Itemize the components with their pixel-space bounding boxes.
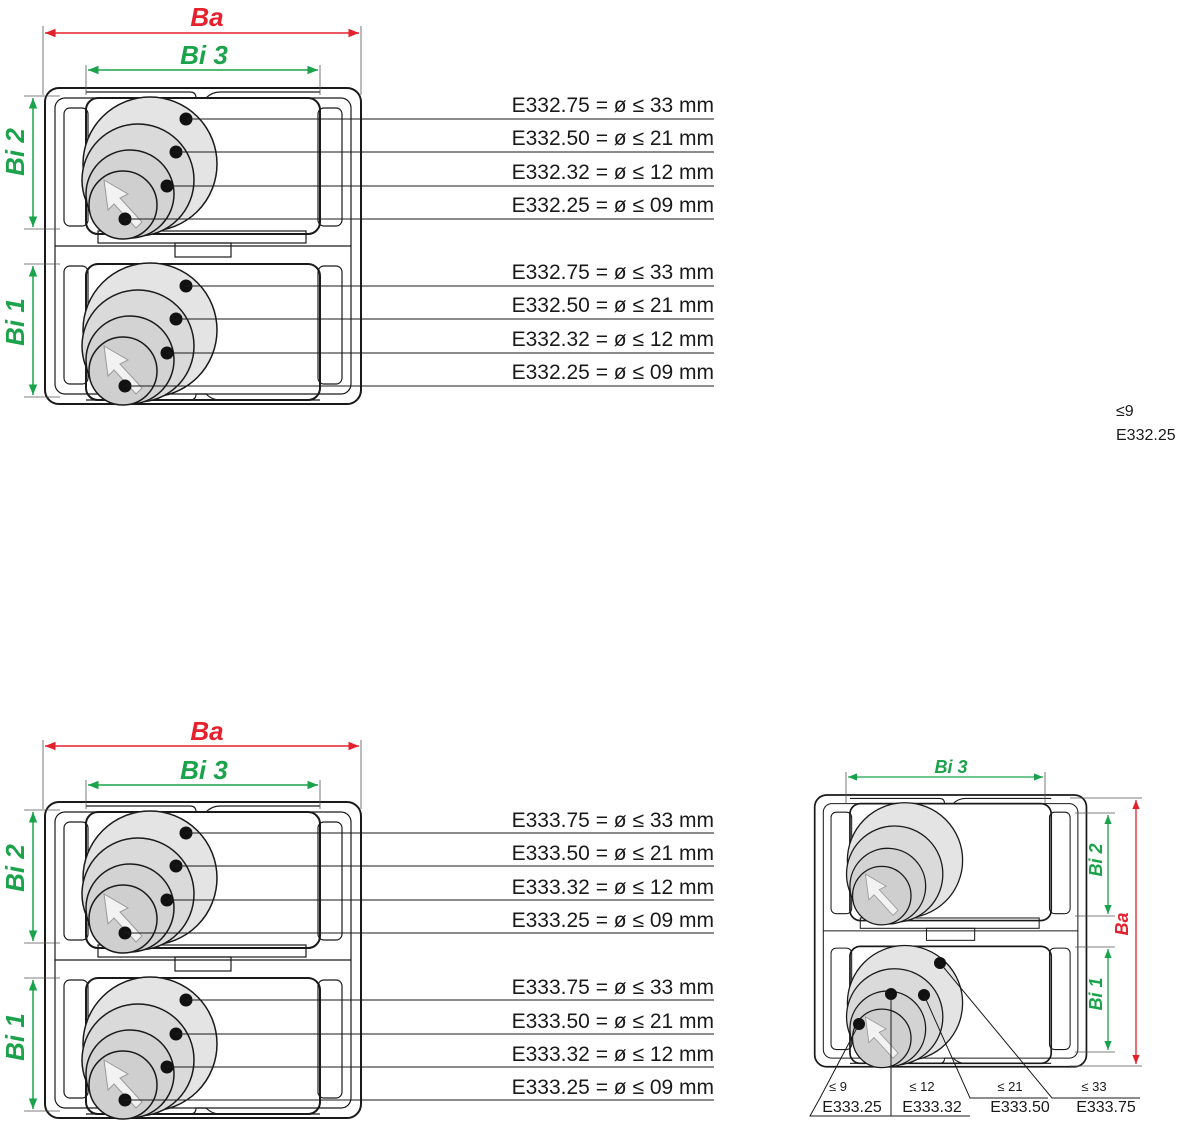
dim-bi3-top: Bi 3	[180, 40, 228, 70]
label-e332-lower-32: E332.32 = ø ≤ 12 mm	[512, 328, 714, 351]
side-code-75: E333.75	[1076, 1099, 1136, 1116]
label-e333-lower-32: E333.32 = ø ≤ 12 mm	[512, 1043, 714, 1066]
label-e333-upper-75: E333.75 = ø ≤ 33 mm	[512, 809, 714, 832]
label-e333-lower-50: E333.50 = ø ≤ 21 mm	[512, 1010, 714, 1033]
label-e333-lower-75: E333.75 = ø ≤ 33 mm	[512, 976, 714, 999]
dim-bi2-top: Bi 2	[0, 128, 30, 176]
leaders-e333	[118, 826, 714, 1107]
label-e333-upper-25: E333.25 = ø ≤ 09 mm	[512, 909, 714, 932]
side-size-75: ≤ 33	[1081, 1079, 1106, 1094]
label-e333-lower-25: E333.25 = ø ≤ 09 mm	[512, 1076, 714, 1099]
side-code-32: E333.32	[902, 1099, 962, 1116]
dim-bi1-bottom: Bi 1	[0, 1013, 30, 1061]
stray-size-label: ≤9	[1116, 403, 1134, 420]
stray-code-label: E332.25	[1116, 427, 1176, 444]
label-e332-upper-32: E332.32 = ø ≤ 12 mm	[512, 161, 714, 184]
dim-ba-bottom: Ba	[190, 716, 223, 746]
dim-bi1-side: Bi 1	[1086, 977, 1106, 1010]
dim-bi2-side: Bi 2	[1086, 843, 1106, 876]
dim-bi2-bottom: Bi 2	[0, 844, 30, 892]
label-e332-upper-75: E332.75 = ø ≤ 33 mm	[512, 94, 714, 117]
drawing-e333	[45, 802, 361, 1119]
dim-bi3-side: Bi 3	[934, 757, 967, 777]
dim-bi3-bottom: Bi 3	[180, 755, 228, 785]
side-size-25: ≤ 9	[829, 1079, 847, 1094]
label-e332-upper-25: E332.25 = ø ≤ 09 mm	[512, 194, 714, 217]
label-e332-lower-25: E332.25 = ø ≤ 09 mm	[512, 361, 714, 384]
side-size-50: ≤ 21	[997, 1079, 1022, 1094]
side-size-32: ≤ 12	[909, 1079, 934, 1094]
dim-ba-top: Ba	[190, 2, 223, 32]
label-e333-upper-50: E333.50 = ø ≤ 21 mm	[512, 842, 714, 865]
leaders-side-view	[809, 957, 1140, 1117]
leaders-e332	[118, 112, 714, 393]
side-code-25: E333.25	[822, 1099, 882, 1116]
label-e332-lower-50: E332.50 = ø ≤ 21 mm	[512, 294, 714, 317]
dim-bi1-top: Bi 1	[0, 298, 30, 346]
label-e332-lower-75: E332.75 = ø ≤ 33 mm	[512, 261, 714, 284]
drawing-e332	[45, 88, 361, 405]
dim-ba-side: Ba	[1112, 912, 1132, 935]
label-e332-upper-50: E332.50 = ø ≤ 21 mm	[512, 127, 714, 150]
side-code-50: E333.50	[990, 1099, 1050, 1116]
label-e333-upper-32: E333.32 = ø ≤ 12 mm	[512, 876, 714, 899]
